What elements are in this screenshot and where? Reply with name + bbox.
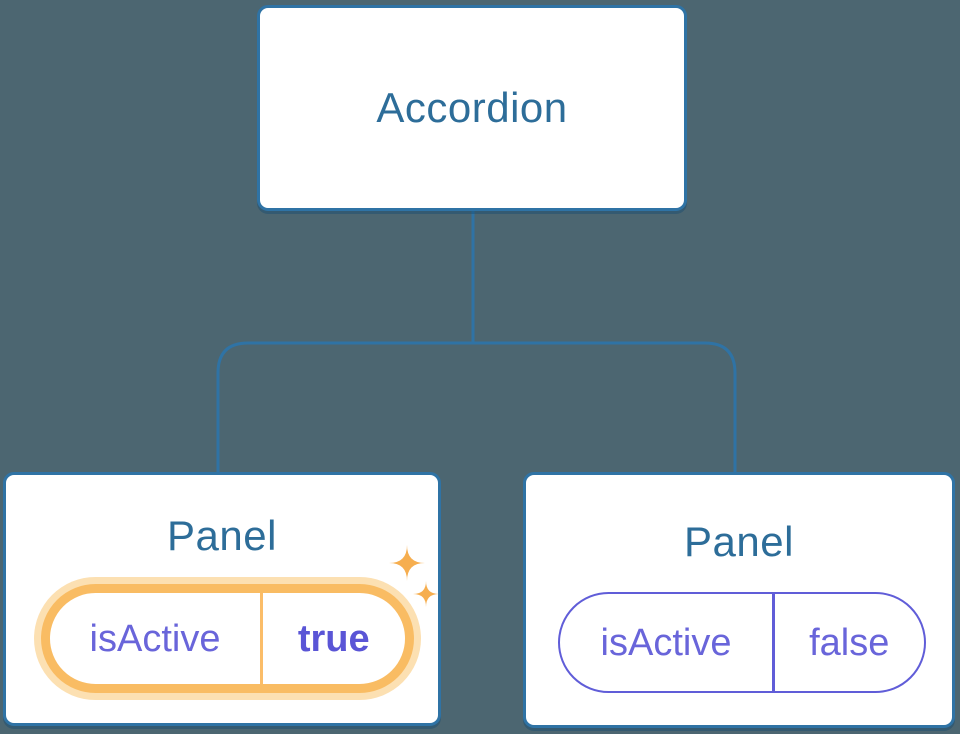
state-pill-inactive: isActive false xyxy=(558,592,926,693)
accordion-node-label: Accordion xyxy=(376,84,568,131)
prop-name-label: isActive xyxy=(89,617,221,660)
prop-value-label: false xyxy=(809,621,890,664)
prop-name-label: isActive xyxy=(600,621,732,664)
pill-divider xyxy=(260,593,263,684)
pill-divider xyxy=(772,594,775,691)
prop-value-label: true xyxy=(297,617,370,660)
panel-node-label: Panel xyxy=(167,512,277,559)
panel-node-inactive: Panel isActive false xyxy=(523,472,955,728)
sparkle-small-icon xyxy=(413,581,439,607)
connector-branch xyxy=(216,341,737,473)
panel-node-active: Panel isActive true xyxy=(3,472,441,726)
panel-node-label: Panel xyxy=(684,518,794,565)
state-pill-active: isActive true xyxy=(41,584,414,693)
sparkles-icon xyxy=(389,545,439,607)
sparkle-large-icon xyxy=(389,545,425,581)
accordion-node: Accordion xyxy=(257,5,687,211)
